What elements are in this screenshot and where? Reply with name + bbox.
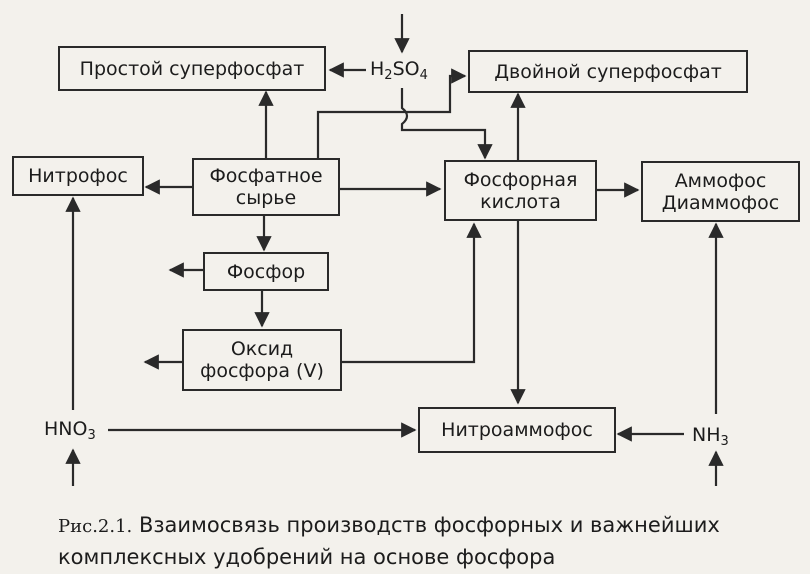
figure-caption: Рис.2.1. Взаимосвязь производств фосфорн… [58, 510, 803, 572]
node-ammophos: Аммофос Диаммофос [641, 161, 800, 222]
node-hno3: HNO3 [44, 418, 96, 443]
edge-oxide-acid [342, 222, 482, 364]
node-ammophos-line2: Диаммофос [661, 191, 780, 214]
node-nitrophos: Нитрофос [12, 156, 144, 196]
node-phosphorus-oxide-line1: Оксид [230, 338, 294, 360]
node-nitroammophos: Нитроаммофос [418, 407, 616, 453]
node-phosphorus-oxide: Оксид фосфора (V) [182, 329, 342, 391]
node-double-superphosphate: Двойной суперфосфат [468, 50, 748, 93]
edge-raw-double [316, 68, 467, 160]
node-phosphoric-acid: Фосфорная кислота [444, 160, 597, 221]
node-nitroammophos-label: Нитроаммофос [441, 419, 593, 441]
node-double-superphosphate-label: Двойной суперфосфат [494, 60, 722, 83]
figure-caption-text: Взаимосвязь производств фосфорных и важн… [58, 513, 720, 569]
node-phosphate-raw-line1: Фосфатное [209, 165, 323, 187]
node-phosphorus-oxide-line2: фосфора (V) [200, 360, 324, 382]
node-nitrophos-label: Нитрофос [28, 165, 128, 187]
node-phosphoric-acid-line1: Фосфорная [463, 168, 578, 191]
node-h2so4: H2SO4 [370, 58, 428, 83]
node-simple-superphosphate: Простой суперфосфат [58, 46, 326, 91]
node-phosphate-raw: Фосфатное сырье [192, 158, 340, 216]
node-phosphoric-acid-line2: кислота [480, 190, 561, 213]
figure-caption-prefix: Рис.2.1. [58, 516, 133, 537]
node-simple-superphosphate-label: Простой суперфосфат [79, 57, 305, 80]
node-phosphorus-label: Фосфор [226, 260, 306, 283]
node-ammophos-line1: Аммофос [674, 169, 767, 192]
node-phosphorus: Фосфор [203, 252, 329, 291]
node-phosphate-raw-line2: сырье [235, 187, 297, 209]
edge-h2so4-acid [400, 88, 493, 160]
node-nh3: NH3 [692, 424, 729, 449]
